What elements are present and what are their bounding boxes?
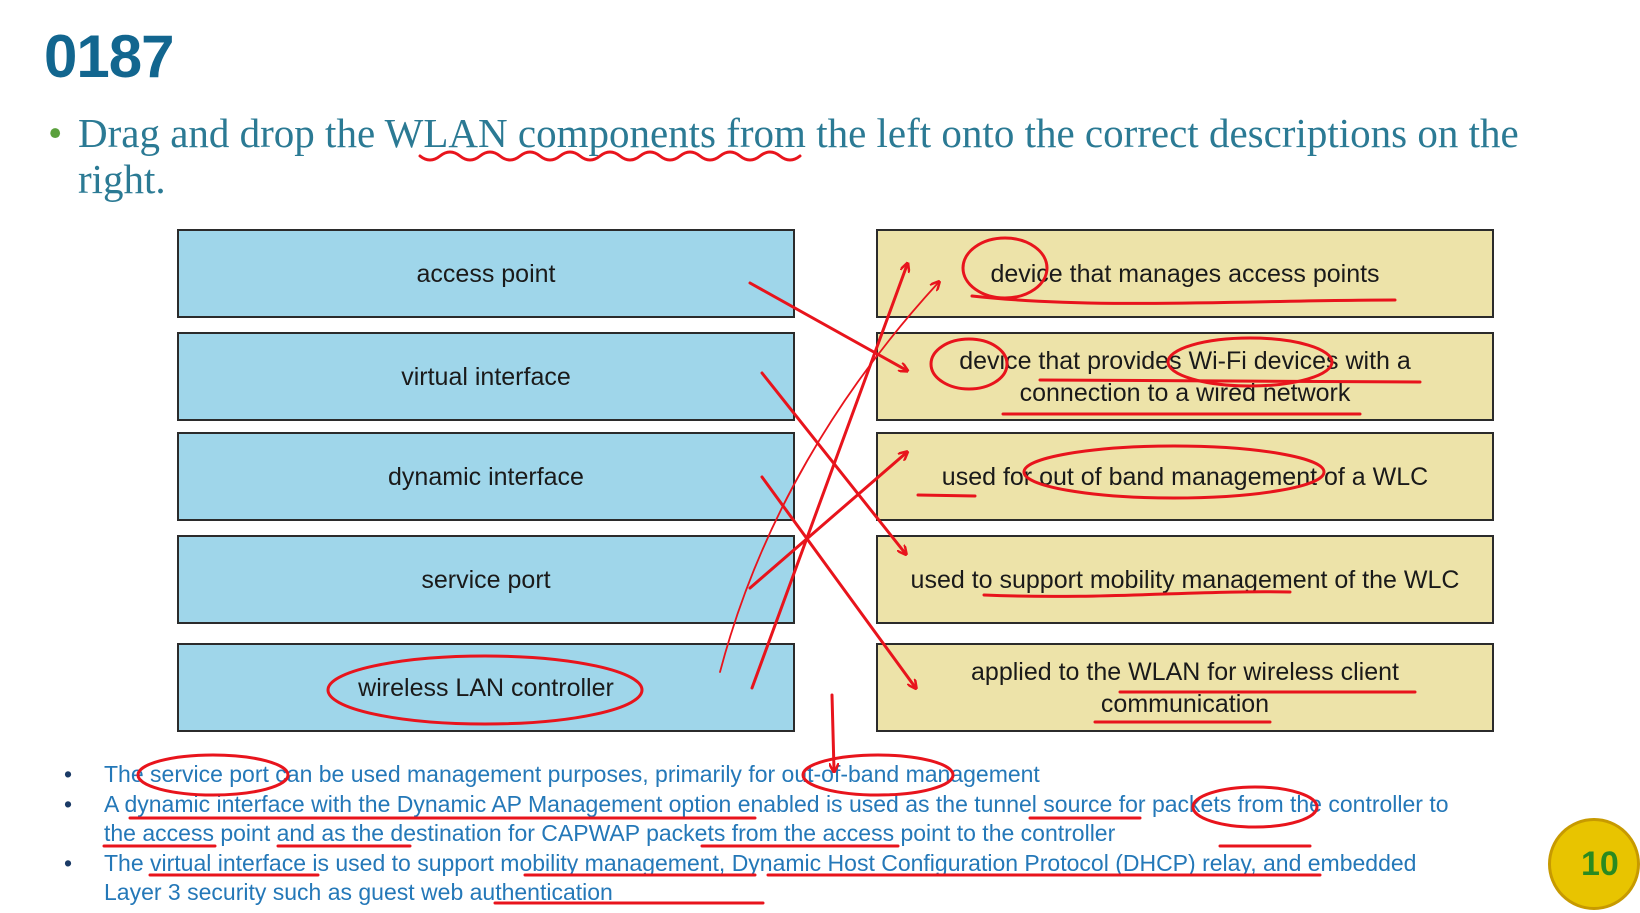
component-wireless-lan-controller[interactable]: wireless LAN controller [177, 643, 795, 732]
component-service-port[interactable]: service port [177, 535, 795, 624]
note-bullet: • [64, 761, 73, 787]
note-item: • A dynamic interface with the Dynamic AP… [60, 790, 1480, 849]
bullet-dot: • [48, 110, 63, 156]
question-text: Drag and drop the WLAN components from t… [78, 110, 1519, 202]
description-target-3[interactable]: used for out of band management of a WLC [876, 432, 1494, 521]
page-number-badge: 10 [1548, 818, 1640, 910]
note-text: A dynamic interface with the Dynamic AP … [104, 790, 1449, 847]
slide-title: 0187 [44, 23, 174, 90]
component-dynamic-interface[interactable]: dynamic interface [177, 432, 795, 521]
description-target-1[interactable]: device that manages access points [876, 229, 1494, 318]
description-target-4[interactable]: used to support mobility management of t… [876, 535, 1494, 624]
note-item: • The virtual interface is used to suppor… [60, 849, 1480, 908]
note-item: • The service port can be used management… [60, 760, 1480, 790]
description-target-2[interactable]: device that provides Wi-Fi devices with … [876, 332, 1494, 421]
question-bullet: • Drag and drop the WLAN components from… [48, 110, 1588, 202]
component-access-point[interactable]: access point [177, 229, 795, 318]
note-text: The service port can be used management … [104, 761, 1040, 787]
component-virtual-interface[interactable]: virtual interface [177, 332, 795, 421]
down-arrow [832, 693, 834, 770]
note-bullet: • [64, 849, 73, 876]
note-text: The virtual interface is used to support… [104, 849, 1417, 906]
page-number: 10 [1581, 845, 1619, 883]
note-bullet: • [64, 790, 73, 817]
explanation-notes: • The service port can be used management… [60, 760, 1480, 908]
description-target-5[interactable]: applied to the WLAN for wireless client … [876, 643, 1494, 732]
